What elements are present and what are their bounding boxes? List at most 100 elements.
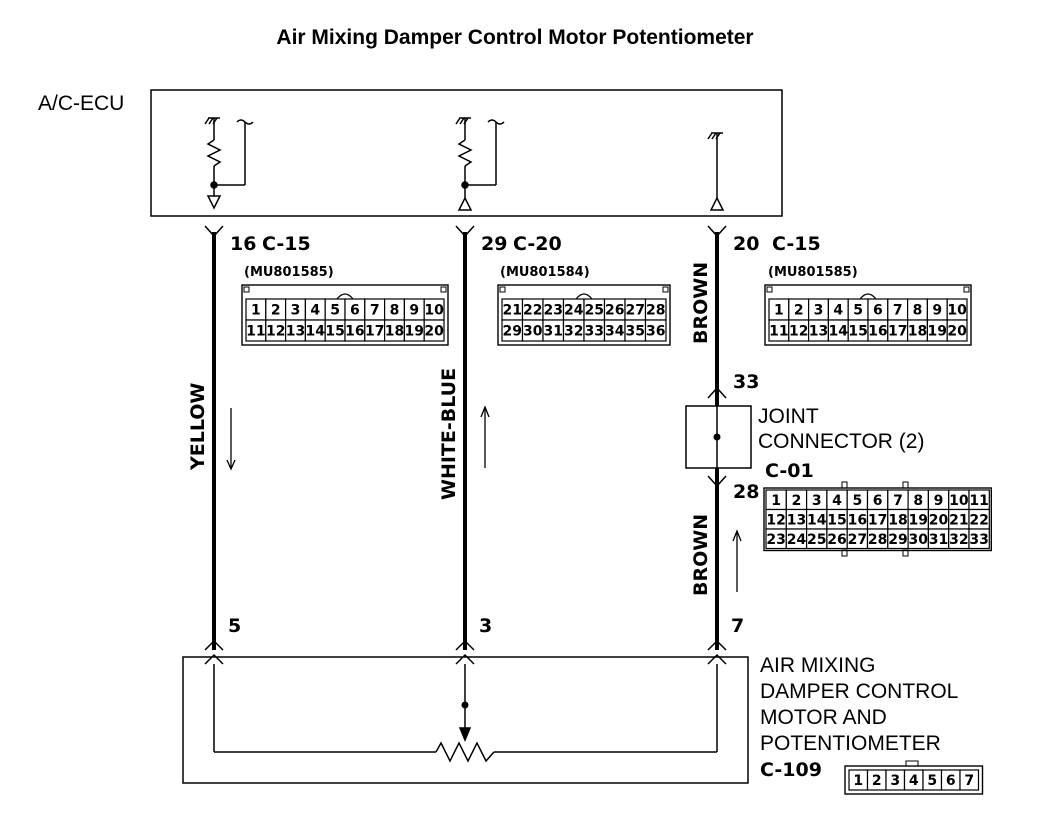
connector-pin-label: 17 xyxy=(868,512,887,528)
wire-middle-color: WHITE-BLUE xyxy=(438,368,460,500)
ecu-label: A/C-ECU xyxy=(38,92,124,115)
connector-pin-label: 15 xyxy=(848,324,867,340)
connector-pin-label: 10 xyxy=(947,303,967,319)
wire-left-color: YELLOW xyxy=(187,383,209,471)
connector-pin-cell xyxy=(946,319,968,342)
diagram-title: Air Mixing Damper Control Motor Potentio… xyxy=(276,26,753,49)
connector-pin-label: 6 xyxy=(946,773,956,789)
joint-pin-in: 33 xyxy=(733,371,759,393)
joint-label-line1: JOINT xyxy=(758,405,819,428)
connector-pin-label: 17 xyxy=(888,324,907,340)
connector-pin-label: 12 xyxy=(266,324,285,340)
ecu-internal-left xyxy=(204,117,254,210)
connector-pin-label: 4 xyxy=(909,773,919,789)
connector-pin-label: 15 xyxy=(325,324,344,340)
connector-pin-label: 29 xyxy=(503,324,522,340)
connector-pin-cell xyxy=(959,769,980,791)
connector-pin-label: 22 xyxy=(969,512,988,528)
connector-pin-label: 13 xyxy=(787,512,806,528)
connector-pin-label: 22 xyxy=(523,303,542,319)
connector-pin-label: 11 xyxy=(246,324,265,340)
connector-pin-label: 5 xyxy=(330,303,340,319)
connector-pin-label: 9 xyxy=(409,303,419,319)
connector-pin-label: 1 xyxy=(774,303,784,319)
connector-pin-label: 16 xyxy=(848,512,867,528)
connector-pin-label: 9 xyxy=(934,493,944,509)
connector-pin-label: 6 xyxy=(873,303,883,319)
connector-pin-label: 17 xyxy=(365,324,384,340)
wire-right-color-upper: BROWN xyxy=(690,262,712,344)
connector-housing xyxy=(241,284,449,346)
connector-pin-label: 14 xyxy=(807,512,827,528)
connector-pin-label: 14 xyxy=(829,324,849,340)
wire-middle-top-pin: 29 xyxy=(481,233,507,255)
connector-pin-label: 5 xyxy=(853,303,863,319)
connector-housing xyxy=(763,487,993,552)
connector-pin-label: 7 xyxy=(370,303,380,319)
motor-code: C-109 xyxy=(760,759,822,781)
connector-pin-label: 32 xyxy=(564,324,583,340)
connector-pin-label: 18 xyxy=(385,324,404,340)
joint-pin-out: 28 xyxy=(733,481,759,503)
connector-pin-label: 13 xyxy=(809,324,828,340)
connector-pin-cell xyxy=(423,319,445,342)
connector-pin-label: 1 xyxy=(853,773,863,789)
part-number-middle: (MU801584) xyxy=(500,265,590,280)
direction-arrows xyxy=(226,405,742,592)
connector-pin-label: 26 xyxy=(827,532,846,548)
connector-pin-label: 31 xyxy=(929,532,948,548)
joint-connector-box xyxy=(685,405,752,469)
part-number-right: (MU801585) xyxy=(768,265,858,280)
connector-pin-label: 4 xyxy=(310,303,320,319)
connector-pin-label: 23 xyxy=(766,532,785,548)
wire-left-top-pin: 16 xyxy=(230,233,256,255)
ecu-internal-right xyxy=(707,132,725,211)
connector-pin-label: 31 xyxy=(544,324,563,340)
connector-pin-label: 5 xyxy=(852,493,862,509)
wire-left-bottom-pin: 5 xyxy=(228,615,241,637)
connector-pin-label: 36 xyxy=(646,324,665,340)
connector-pin-label: 28 xyxy=(646,303,665,319)
joint-code: C-01 xyxy=(765,460,814,482)
connector-pin-label: 2 xyxy=(271,303,281,319)
connector-pin-label: 19 xyxy=(405,324,424,340)
connector-pin-label: 8 xyxy=(913,303,923,319)
motor-box xyxy=(182,656,749,784)
connector-pin-label: 4 xyxy=(832,493,842,509)
connector-pin-label: 11 xyxy=(969,493,988,509)
connector-pin-label: 27 xyxy=(626,303,645,319)
connector-pin-label: 34 xyxy=(605,324,625,340)
connector-pin-label: 3 xyxy=(812,493,822,509)
wire-middle-bottom-pin: 3 xyxy=(479,615,492,637)
connector-pin-label: 19 xyxy=(928,324,947,340)
bottom-chevrons xyxy=(204,639,727,665)
motor-label-line2: DAMPER CONTROL xyxy=(760,680,958,703)
connector-pin-cell xyxy=(968,528,990,550)
motor-label-line3: MOTOR AND xyxy=(760,706,887,729)
connector-pin-label: 6 xyxy=(350,303,360,319)
connector-pin-cell xyxy=(644,319,667,342)
connector-pin-label: 23 xyxy=(544,303,563,319)
connector-pin-label: 1 xyxy=(771,493,781,509)
connector-pin-label: 4 xyxy=(833,303,843,319)
connector-pin-label: 20 xyxy=(424,324,444,340)
connector-pin-label: 25 xyxy=(807,532,826,548)
connector-pin-label: 1 xyxy=(251,303,261,319)
wire-right-color-lower: BROWN xyxy=(690,514,712,596)
connector-pin-label: 32 xyxy=(949,532,968,548)
connector-pin-label: 26 xyxy=(605,303,624,319)
wire-right-top-pin: 20 xyxy=(733,233,759,255)
connector-pin-label: 3 xyxy=(291,303,301,319)
connector-pin-label: 13 xyxy=(286,324,305,340)
potentiometer-circuit xyxy=(213,664,718,763)
connector-pin-label: 30 xyxy=(909,532,929,548)
connector-pin-label: 27 xyxy=(848,532,867,548)
connector-housing xyxy=(497,284,671,346)
connector-pin-label: 10 xyxy=(949,493,969,509)
potentiometer-node xyxy=(461,701,469,709)
connector-pin-label: 16 xyxy=(868,324,887,340)
